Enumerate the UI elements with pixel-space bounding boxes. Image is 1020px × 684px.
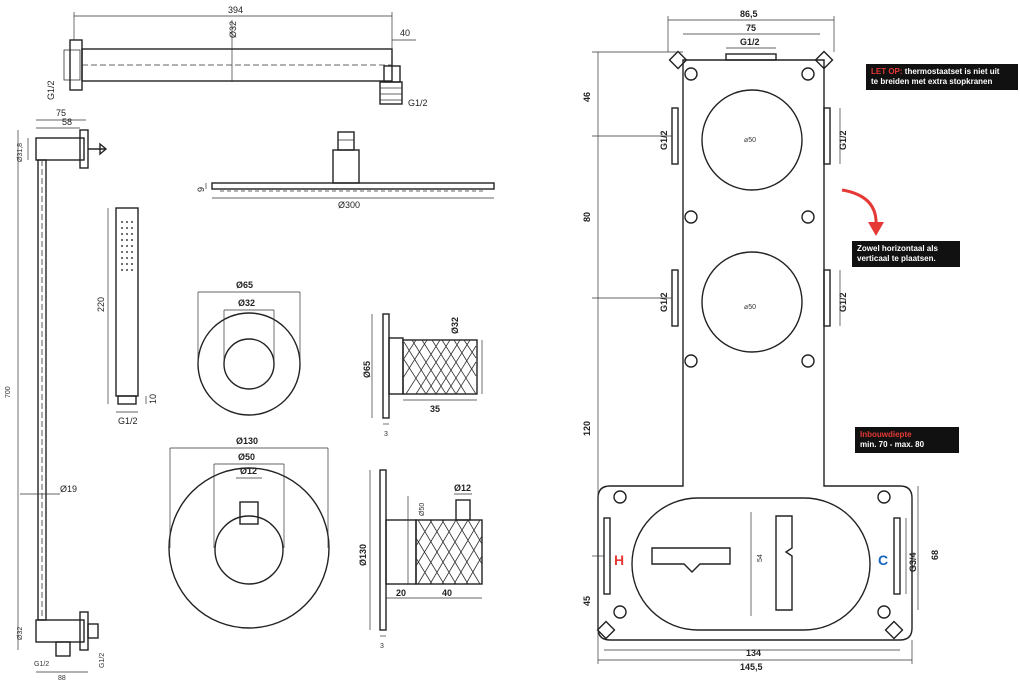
rosette-large-outer-label: Ø130: [236, 436, 258, 446]
rosette-small-outer-label: Ø65: [236, 280, 253, 290]
box-port-r1-label: G1/2: [838, 130, 848, 150]
box-slot-label: 54: [757, 554, 764, 562]
rain-height-label: 9: [196, 187, 206, 192]
box-port-l2-label: G1/2: [659, 292, 669, 312]
knob-side: Ø32 Ø65 35 3: [362, 313, 483, 438]
box-port-r2-label: G1/2: [838, 292, 848, 312]
bar-w1-label: 75: [56, 108, 66, 118]
note-thermostat-prefix: LET OP:: [871, 67, 903, 76]
note-thermostat-line2: te breiden met extra stopkranen: [871, 77, 993, 86]
arm-tip-label: 40: [400, 28, 410, 38]
note-thermostat: LET OP: thermostaatset is niet uit te br…: [866, 64, 1018, 90]
rosette-small-inner-label: Ø32: [238, 298, 255, 308]
rosette-large-stem-label: Ø12: [240, 466, 257, 476]
bar-thread-right-label: G1/2: [99, 653, 106, 668]
box-width-bottom1-label: 134: [746, 648, 761, 658]
bar-height-label: 700: [5, 386, 12, 398]
box-h2-label: 80: [582, 212, 592, 222]
built-in-box: ⌀50 ⌀50 54 H C 86,5 75 G1/2 46 80 120: [582, 9, 940, 672]
rod-diam-label: Ø19: [60, 484, 77, 494]
box-circle2-label: ⌀50: [744, 304, 756, 311]
mixer-side: Ø12 Ø50 Ø130 20 40 3: [358, 469, 483, 650]
arm-thread-left-label: G1/2: [46, 80, 56, 100]
rain-head: 9 Ø300: [196, 131, 495, 210]
box-width-top-label: 86,5: [740, 9, 758, 19]
box-port-l1-label: G1/2: [659, 130, 669, 150]
knob-length-label: 35: [430, 404, 440, 414]
rosette-large: Ø130 Ø50 Ø12: [168, 436, 330, 629]
mixer-body-label: Ø50: [419, 503, 426, 516]
bar-base-label: 88: [58, 675, 66, 682]
box-circle1-label: ⌀50: [744, 137, 756, 144]
bar-top-diam-label: Ø31,8: [17, 143, 24, 162]
knob-plate-label: 3: [384, 431, 388, 438]
arm-length-label: 394: [228, 5, 243, 15]
note-placement: Zowel horizontaal als verticaal te plaat…: [852, 241, 960, 267]
bar-w2-label: 58: [62, 117, 72, 127]
shower-arm: 394 Ø32 40 G1/2 G1/2: [46, 5, 428, 108]
box-right-height-label: 68: [930, 550, 940, 560]
note-placement-line1: Zowel horizontaal als: [857, 244, 938, 253]
note-depth: Inbouwdiepte min. 70 - max. 80: [855, 427, 959, 453]
mixer-height-label: Ø130: [358, 544, 368, 566]
placement-arrow-icon: [841, 188, 884, 236]
hand-end-label: 10: [148, 394, 158, 404]
arm-diam-label: Ø32: [228, 21, 238, 38]
arm-thread-right-label: G1/2: [408, 98, 428, 108]
note-depth-title: Inbouwdiepte: [860, 430, 912, 439]
mixer-a-label: 20: [396, 588, 406, 598]
box-width-bottom2-label: 145,5: [740, 662, 763, 672]
hand-thread-label: G1/2: [118, 416, 138, 426]
hand-shower: 220 10 G1/2: [96, 207, 158, 426]
knob-diam-label: Ø32: [450, 317, 460, 334]
mixer-b-label: 40: [442, 588, 452, 598]
slide-bar: Ø19 75 58 Ø31,8 700 Ø32 G1/2 G1/2 88: [5, 108, 108, 682]
mixer-plate-label: 3: [380, 643, 384, 650]
rain-diam-label: Ø300: [338, 200, 360, 210]
box-port-right-label: G3/4: [908, 552, 918, 572]
hand-length-label: 220: [96, 297, 106, 312]
rosette-large-mid-label: Ø50: [238, 452, 255, 462]
note-depth-range: min. 70 - max. 80: [860, 440, 925, 449]
knob-height-label: Ø65: [362, 361, 372, 378]
mixer-stem-label: Ø12: [454, 483, 471, 493]
bar-thread-left-label: G1/2: [34, 661, 49, 668]
rosette-small: Ø65 Ø32: [197, 280, 301, 416]
box-width-inner-label: 75: [746, 23, 756, 33]
cold-label: C: [878, 552, 888, 568]
note-placement-line2: verticaal te plaatsen.: [857, 254, 936, 263]
box-h1-label: 46: [582, 92, 592, 102]
box-h3-label: 120: [582, 421, 592, 436]
hot-label: H: [614, 552, 624, 568]
bar-bottom-diam-label: Ø32: [17, 627, 24, 640]
box-h4-label: 45: [582, 596, 592, 606]
box-top-port-label: G1/2: [740, 37, 760, 47]
note-thermostat-line1: thermostaatset is niet uit: [902, 67, 1000, 76]
